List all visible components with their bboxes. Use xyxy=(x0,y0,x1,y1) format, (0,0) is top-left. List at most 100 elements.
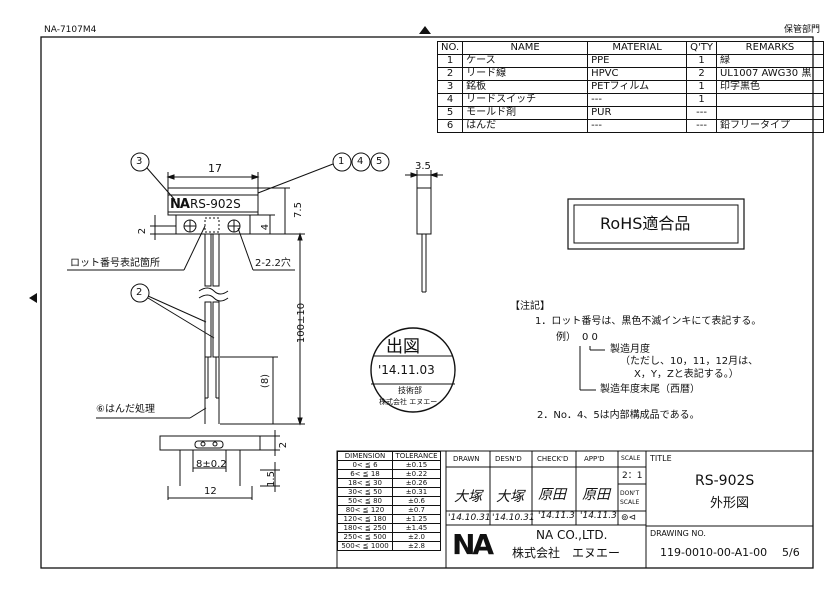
date-drawn: '14.10.31 xyxy=(448,513,491,523)
parts-cell: リードスイッチ xyxy=(462,93,589,107)
tolerance-row: 0< ≦ 6±0.15 xyxy=(337,460,441,470)
sig-approved: 原田 xyxy=(582,487,610,503)
parts-header-cell: NAME xyxy=(462,41,589,55)
tb-scale: 2：1 xyxy=(622,471,643,481)
dim-1-5: 1.5 xyxy=(265,471,277,487)
parts-cell: PETフィルム xyxy=(587,80,688,94)
note-2: 2．No．4、5は内部構成品である。 xyxy=(537,410,700,421)
balloon-5 xyxy=(370,152,390,172)
tolerance-row: 180< ≦ 250±1.45 xyxy=(337,523,441,533)
parts-cell: 4 xyxy=(436,93,464,107)
hole-label: 2-2.2穴 xyxy=(255,258,291,269)
tb-dont-scale: DON'T SCALE xyxy=(620,490,640,506)
dim-4: 4 xyxy=(260,223,272,231)
archive-label: 保管部門 xyxy=(784,25,821,35)
balloon-2-label: 2 xyxy=(136,287,143,298)
tolerance-header-cell: TOLERANCE xyxy=(392,451,441,461)
tolerance-cell: ±0.31 xyxy=(392,487,441,497)
center-mark-top xyxy=(419,26,431,34)
note-month-detail-2: X，Y，Zと表記する。） xyxy=(634,369,739,380)
tolerance-cell: 50< ≦ 80 xyxy=(337,496,393,506)
parts-cell: 印字黒色 xyxy=(715,80,824,94)
parts-cell: 鉛フリータイプ xyxy=(715,119,824,133)
balloon-3 xyxy=(130,152,150,172)
na-logo-small: NA xyxy=(170,196,190,212)
dim-width: 17 xyxy=(208,162,222,175)
tolerance-row: 50< ≦ 80±0.6 xyxy=(337,496,441,506)
note-example-code: 0 0 xyxy=(582,332,598,343)
nameplate xyxy=(167,194,259,213)
tolerance-row: 30< ≦ 50±0.31 xyxy=(337,487,441,497)
tolerance-cell: 6< ≦ 18 xyxy=(337,469,393,479)
tb-title: RS-902S xyxy=(695,473,755,489)
parts-cell: 1 xyxy=(686,54,717,68)
lot-label: ロット番号表記箇所 xyxy=(70,258,160,269)
balloon-1 xyxy=(332,152,352,172)
parts-cell: 緑 xyxy=(715,54,824,68)
tolerance-row: 120< ≦ 180±1.25 xyxy=(337,514,441,524)
parts-cell: --- xyxy=(587,119,688,133)
date-approved: '14.11.3 xyxy=(580,511,617,521)
parts-cell: モールド剤 xyxy=(462,106,589,120)
parts-cell: 銘板 xyxy=(462,80,589,94)
parts-cell xyxy=(715,93,824,107)
dim-height: 7.5 xyxy=(292,202,304,218)
doc-code: NA-7107M4 xyxy=(44,25,97,35)
sig-designed: 大塚 xyxy=(496,489,524,505)
parts-cell: 2 xyxy=(686,67,717,81)
drawing-no: 119-0010-00-A1-00 xyxy=(660,546,768,559)
parts-cell: 6 xyxy=(436,119,464,133)
dim-total: 100±10 xyxy=(296,302,308,344)
tolerance-row: 18< ≦ 30±0.26 xyxy=(337,478,441,488)
parts-cell: 3 xyxy=(436,80,464,94)
parts-header-cell: MATERIAL xyxy=(587,41,688,55)
balloon-3-label: 3 xyxy=(136,156,143,167)
parts-cell: 1 xyxy=(686,80,717,94)
tolerance-cell: ±0.26 xyxy=(392,478,441,488)
tolerance-cell: 18< ≦ 30 xyxy=(337,478,393,488)
tb-scale-label: SCALE xyxy=(621,455,641,462)
parts-cell: HPVC xyxy=(587,67,688,81)
nameplate-text: RS-902S xyxy=(189,197,241,211)
side-view-body xyxy=(416,187,432,235)
projection-icon: ⊚⊲ xyxy=(621,513,637,523)
balloon-1-label: 1 xyxy=(338,156,345,167)
tolerance-cell: 250< ≦ 500 xyxy=(337,532,393,542)
tolerance-cell: ±0.7 xyxy=(392,505,441,515)
tolerance-row: 250< ≦ 500±2.0 xyxy=(337,532,441,542)
balloon-4-label: 4 xyxy=(357,156,364,167)
rohs-inner xyxy=(573,204,739,244)
tb-checked-label: CHECK'D xyxy=(537,455,569,463)
parts-cell: ケース xyxy=(462,54,589,68)
tolerance-cell: 80< ≦ 120 xyxy=(337,505,393,515)
tolerance-cell: ±0.15 xyxy=(392,460,441,470)
solder-label: ⑥はんだ処理 xyxy=(96,404,155,415)
rohs-frame xyxy=(567,198,745,250)
parts-cell: 5 xyxy=(436,106,464,120)
tolerance-cell: 180< ≦ 250 xyxy=(337,523,393,533)
tolerance-cell: 500< ≦ 1000 xyxy=(337,541,393,551)
stamp-company: 株式会社 エヌエー xyxy=(379,398,438,406)
parts-cell: リード線 xyxy=(462,67,589,81)
tolerance-cell: ±1.25 xyxy=(392,514,441,524)
note-month-detail-1: （ただし、10，11，12月は、 xyxy=(620,356,759,367)
tolerance-row: 80< ≦ 120±0.7 xyxy=(337,505,441,515)
dim-3-5: 3.5 xyxy=(415,161,431,172)
balloon-4 xyxy=(351,152,371,172)
parts-cell: 2 xyxy=(436,67,464,81)
stamp-dept: 技術部 xyxy=(398,386,422,395)
note-example: 例） xyxy=(556,332,576,343)
parts-cell xyxy=(715,106,824,120)
sig-checked: 原田 xyxy=(538,487,566,503)
dim-8: (8) xyxy=(260,373,272,389)
sig-drawn: 大塚 xyxy=(454,489,482,505)
tb-subtitle: 外形図 xyxy=(710,496,750,511)
